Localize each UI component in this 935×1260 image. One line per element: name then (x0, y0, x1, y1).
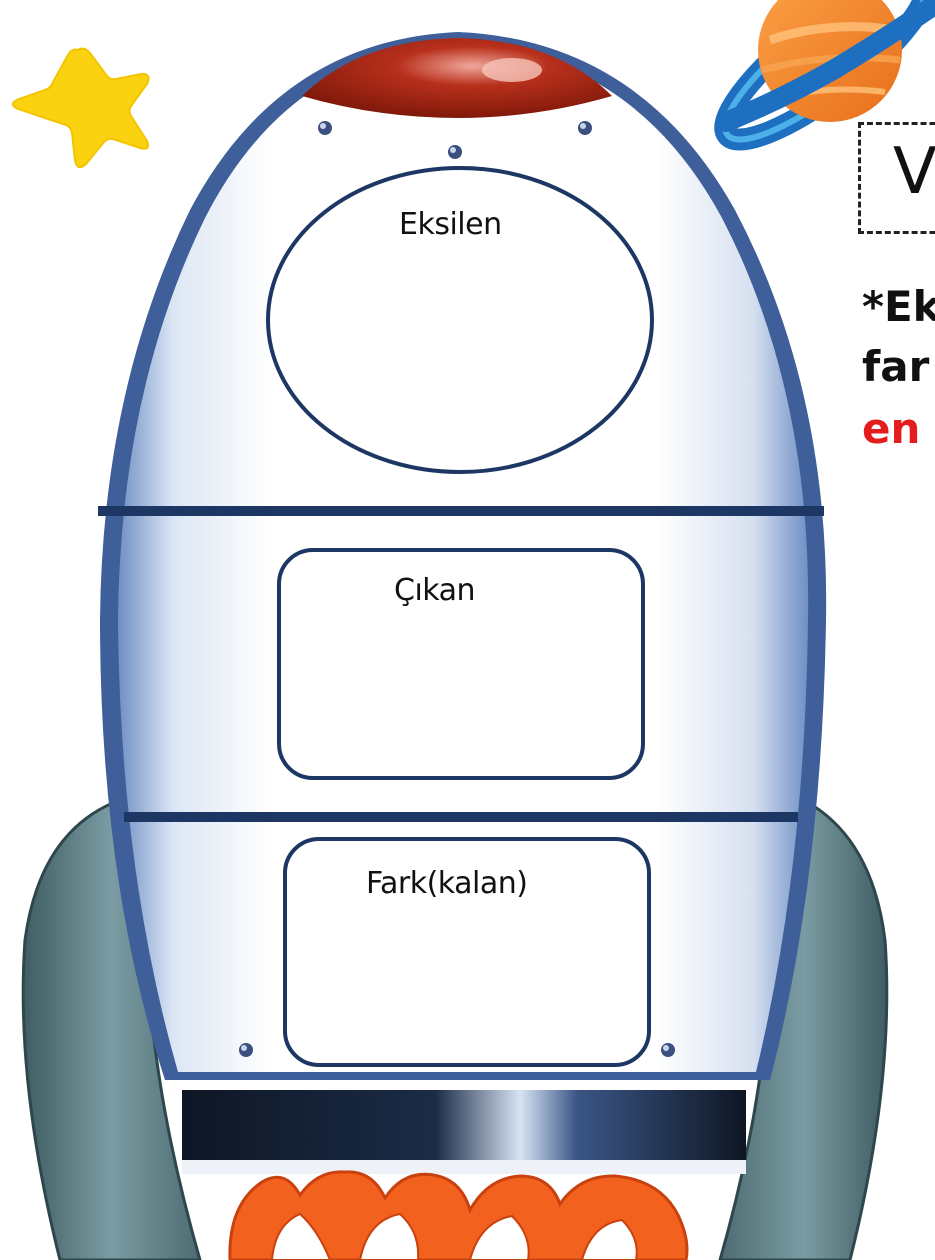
side-text-line-1: *Ek (862, 286, 935, 328)
rocket-flame (230, 1172, 687, 1260)
cikan-label: Çıkan (394, 573, 475, 608)
page-title: V (893, 140, 935, 204)
rocket-nose-cone (302, 38, 612, 118)
star-icon (13, 49, 149, 168)
eksilen-label: Eksilen (399, 207, 502, 242)
side-text-line-3: en (862, 408, 920, 450)
rocket-bottom-band (182, 1090, 746, 1160)
side-text-line-2: far (862, 346, 929, 388)
fark-label: Fark(kalan) (366, 866, 527, 901)
